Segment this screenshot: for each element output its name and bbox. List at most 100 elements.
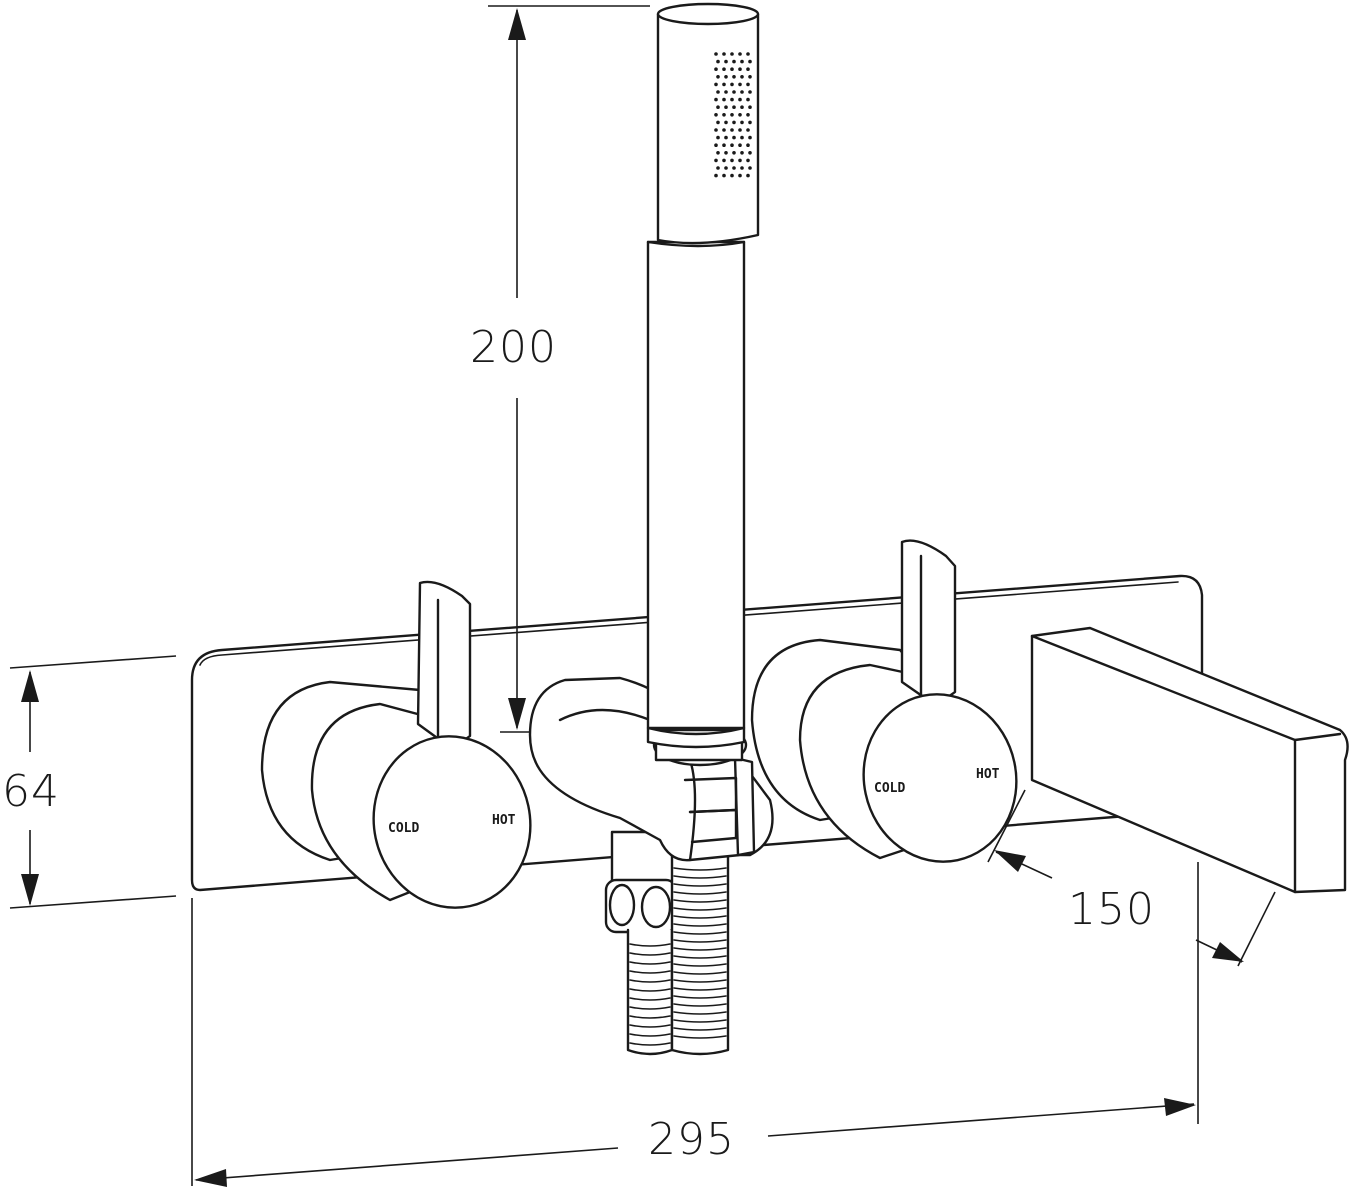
spray-nozzle — [748, 151, 752, 155]
dimension-label-295: 295 — [648, 1114, 735, 1165]
spray-nozzle — [716, 90, 720, 94]
spray-nozzle — [738, 67, 742, 71]
hose-rib — [673, 1011, 727, 1015]
hose-rib — [673, 995, 727, 999]
spray-nozzle — [714, 158, 718, 163]
spray-nozzle — [716, 135, 720, 140]
spray-nozzle — [732, 151, 736, 155]
spray-nozzle — [748, 59, 752, 64]
hose-rib — [673, 891, 727, 895]
spray-nozzle — [748, 120, 752, 125]
hose-rib — [629, 1042, 671, 1046]
hose-rib — [673, 883, 727, 887]
spray-nozzle — [748, 90, 752, 94]
spray-nozzle — [748, 105, 752, 109]
spray-nozzle — [730, 128, 734, 132]
spray-nozzle — [738, 113, 742, 117]
hose-rib — [673, 963, 727, 967]
spray-nozzle — [714, 52, 718, 56]
hose-rib — [673, 939, 727, 943]
spray-nozzle — [740, 75, 744, 79]
hose-rib — [629, 961, 671, 965]
hose-rib — [673, 899, 727, 903]
spray-nozzle — [714, 128, 718, 132]
spray-nozzle — [732, 105, 736, 109]
spray-nozzle — [724, 135, 728, 140]
hose-ribs — [629, 867, 727, 1046]
hose-rib — [673, 971, 727, 975]
spray-nozzle — [722, 173, 726, 178]
spray-nozzle — [722, 113, 726, 117]
spray-nozzle — [740, 120, 744, 125]
spray-nozzle — [732, 59, 736, 64]
spray-nozzle — [714, 67, 718, 71]
dimension-width-plate: 295 — [191, 862, 1199, 1187]
hose-rib — [673, 1003, 727, 1007]
spray-nozzle — [740, 105, 744, 109]
spray-nozzle — [722, 158, 726, 163]
hose-rib — [629, 997, 671, 1001]
spray-nozzle — [724, 120, 728, 125]
spray-nozzle — [746, 52, 750, 56]
spray-nozzle — [722, 67, 726, 71]
spray-nozzle — [730, 67, 734, 71]
right-valve-cold-label: COLD — [874, 781, 905, 796]
hose-rib — [673, 955, 727, 959]
spray-nozzle — [730, 158, 734, 163]
spray-nozzle — [732, 90, 736, 94]
spray-nozzle — [716, 120, 720, 125]
hand-shower — [646, 2, 760, 749]
dimension-height-handset: 200 — [470, 5, 650, 733]
spray-nozzle — [730, 97, 734, 102]
spray-nozzle — [732, 120, 736, 125]
hose-assembly — [604, 830, 730, 1056]
hose-rib — [629, 1015, 671, 1019]
spray-nozzle — [722, 143, 726, 147]
hose-rib — [629, 952, 671, 956]
hose-rib — [673, 1019, 727, 1023]
spray-nozzle — [722, 52, 726, 56]
hose-rib — [673, 931, 727, 935]
spray-nozzle — [730, 173, 734, 178]
hose-rib — [673, 875, 727, 879]
spray-nozzle — [740, 90, 744, 94]
hose-rib — [673, 987, 727, 991]
spray-nozzle — [722, 82, 726, 87]
spray-nozzle — [730, 143, 734, 147]
spray-nozzles — [714, 52, 752, 178]
spray-nozzle — [724, 75, 728, 79]
spray-nozzle — [716, 166, 720, 170]
hose-rib — [673, 1035, 727, 1039]
spray-nozzle — [746, 67, 750, 71]
spray-nozzle — [714, 173, 718, 178]
spray-nozzle — [748, 166, 752, 170]
left-valve-hot-label: HOT — [492, 813, 516, 828]
spray-nozzle — [732, 166, 736, 170]
spray-nozzle — [730, 82, 734, 87]
hose-rib — [673, 1027, 727, 1031]
hose-rib — [673, 979, 727, 983]
spray-nozzle — [732, 135, 736, 140]
spray-nozzle — [724, 166, 728, 170]
spray-nozzle — [740, 59, 744, 64]
spray-nozzle — [738, 173, 742, 178]
spray-nozzle — [714, 113, 718, 117]
dimension-spout-projection: 150 — [987, 789, 1276, 967]
spray-nozzle — [714, 82, 718, 87]
hose-rib — [629, 943, 671, 947]
hose-rib — [673, 923, 727, 927]
spray-nozzle — [732, 75, 736, 79]
spray-nozzle — [724, 151, 728, 155]
hose-rib — [629, 979, 671, 983]
spray-nozzle — [714, 143, 718, 147]
spray-nozzle — [738, 52, 742, 56]
dimension-label-64: 64 — [2, 766, 60, 817]
hose-rib — [673, 907, 727, 911]
spray-nozzle — [714, 97, 718, 102]
spray-nozzle — [746, 128, 750, 132]
left-valve-cold-label: COLD — [388, 821, 419, 836]
right-valve: COLD HOT — [750, 539, 1018, 863]
spray-nozzle — [738, 128, 742, 132]
hose-rib — [673, 915, 727, 919]
spray-nozzle — [716, 151, 720, 155]
